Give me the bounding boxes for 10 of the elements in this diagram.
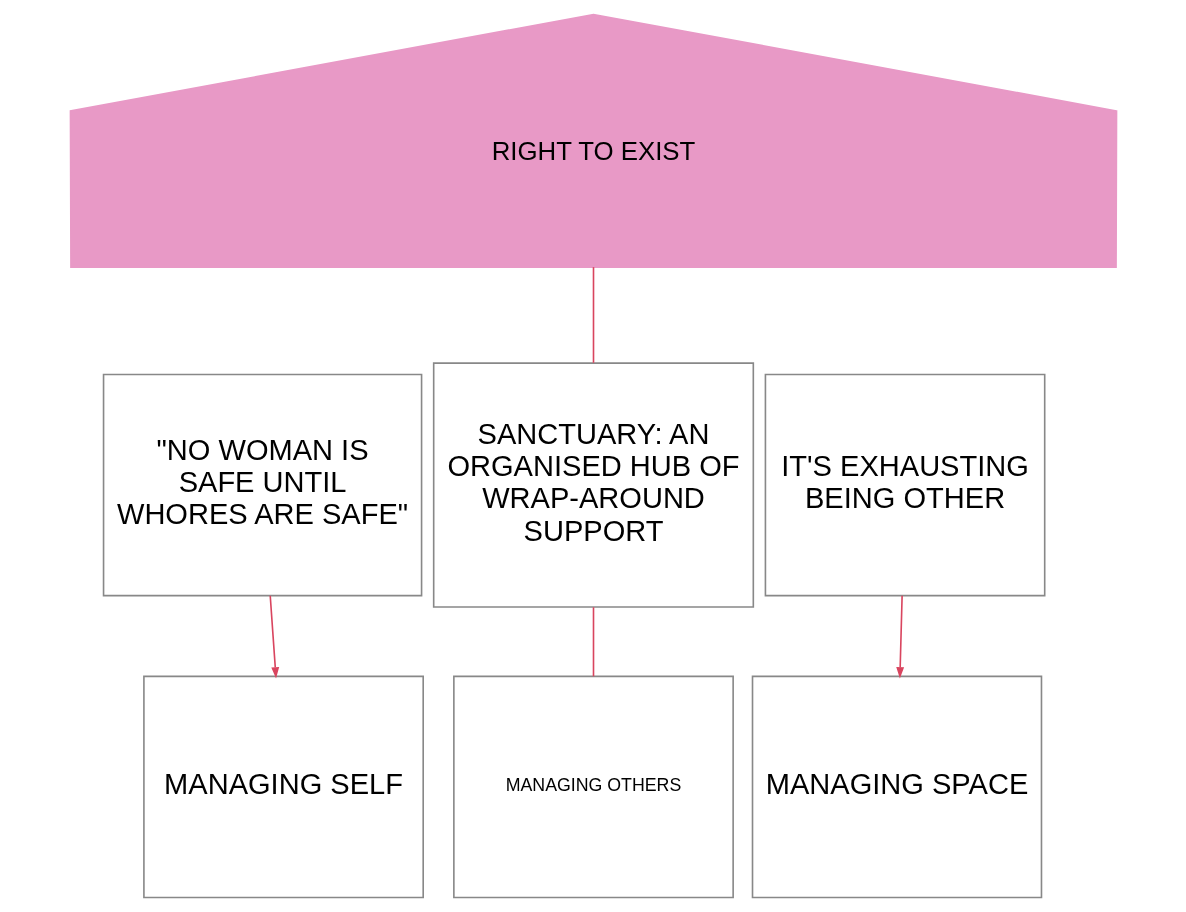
- node-box: MANAGING SPACE: [751, 675, 1042, 899]
- node-box: "NO WOMAN IS SAFE UNTIL WHORES ARE SAFE": [102, 373, 422, 597]
- connector: [592, 606, 594, 678]
- node-box: MANAGING OTHERS: [452, 675, 734, 899]
- node-box: IT'S EXHAUSTING BEING OTHER: [764, 373, 1045, 597]
- connector: [592, 266, 594, 364]
- node-box: MANAGING SELF: [142, 675, 424, 899]
- arrow: [895, 594, 904, 679]
- node-box: SANCTUARY: AN ORGANISED HUB OF WRAP-AROUND SUPPORT: [432, 362, 754, 608]
- arrow: [268, 594, 279, 679]
